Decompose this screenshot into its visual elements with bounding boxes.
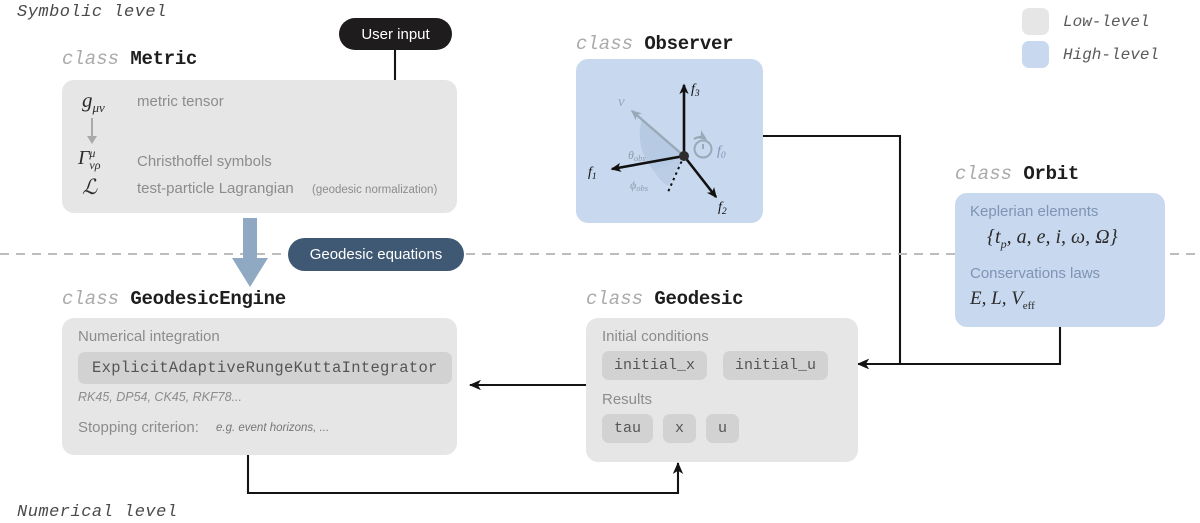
class-keyword-metric: class [62, 48, 120, 70]
geodesic-results-title: Results [602, 391, 653, 408]
geodesic-chip-u[interactable]: u [706, 414, 740, 443]
engine-stopping-title: Stopping criterion: [78, 419, 199, 436]
orbit-section-title-1: Conservations laws [970, 265, 1101, 282]
class-name-geodesic: Geodesic [654, 288, 744, 310]
metric-row-note-2: (geodesic normalization) [312, 184, 438, 196]
class-name-metric: Metric [130, 48, 198, 70]
class-name-orbit: Orbit [1023, 163, 1079, 185]
svg-text:v⃗: v⃗ [618, 94, 636, 110]
numerical-level-label: Numerical level [17, 503, 178, 522]
metric-row-label-0: metric tensor [137, 93, 224, 110]
metric-derivation-arrow [91, 118, 93, 138]
engine-integrator-chip[interactable]: ExplicitAdaptiveRungeKuttaIntegrator [78, 352, 452, 384]
svg-text:f1: f1 [588, 165, 597, 182]
panel-observer: f3 f1 f2 f0 v⃗ θobs ϕobs [576, 59, 763, 223]
svg-text:ϕobs: ϕobs [630, 178, 649, 193]
geodesic-initial-chips: initial_x initial_u [602, 351, 829, 380]
panel-orbit: Keplerian elements {tp, a, e, i, ω, Ω} C… [955, 193, 1165, 327]
user-input-badge-label: User input [361, 25, 430, 43]
class-keyword-observer: class [576, 33, 634, 55]
class-header-metric: class Metric [62, 48, 197, 70]
svg-text:f0: f0 [717, 144, 726, 161]
class-keyword-geodesic: class [586, 288, 644, 310]
class-keyword-geodesic-engine: class [62, 288, 120, 310]
geodesic-chip-initial-x[interactable]: initial_x [602, 351, 708, 380]
panel-geodesic: Initial conditions initial_x initial_u R… [586, 318, 858, 462]
geodesic-chip-initial-u[interactable]: initial_u [723, 351, 829, 380]
legend-swatch-low-level [1022, 8, 1049, 35]
engine-integrator-note: RK45, DP54, CK45, RKF78... [78, 390, 242, 404]
user-input-badge[interactable]: User input [339, 18, 452, 50]
metric-symbol-lagrangian: ℒ [82, 175, 98, 199]
geodesic-chip-tau[interactable]: tau [602, 414, 654, 443]
legend-item-high-level: High-level [1022, 41, 1159, 68]
orbit-section-title-0: Keplerian elements [970, 203, 1099, 220]
metric-symbol-g: gμν [82, 88, 105, 116]
geodesic-equations-badge-label: Geodesic equations [309, 246, 443, 263]
observer-tetrad-diagram: f3 f1 f2 f0 v⃗ θobs ϕobs [588, 82, 727, 217]
geodesic-chip-x[interactable]: x [663, 414, 697, 443]
legend-label-low-level: Low-level [1063, 12, 1150, 31]
metric-derivation-arrowhead [87, 136, 97, 144]
legend: Low-level High-level [1022, 8, 1159, 68]
svg-text:f2: f2 [718, 200, 727, 217]
panel-geodesic-engine: Numerical integration ExplicitAdaptiveRu… [62, 318, 457, 455]
symbolic-level-label: Symbolic level [17, 3, 167, 22]
class-header-geodesic-engine: class GeodesicEngine [62, 288, 286, 310]
engine-stopping-note: e.g. event horizons, ... [216, 422, 330, 434]
orbit-section-formula-1: E, L, Veff [970, 288, 1035, 312]
class-header-geodesic: class Geodesic [586, 288, 744, 310]
class-header-observer: class Observer [576, 33, 734, 55]
geodesic-results-chips: tau x u [602, 414, 740, 443]
engine-integration-title: Numerical integration [78, 328, 220, 345]
svg-text:f3: f3 [691, 82, 700, 99]
class-name-geodesic-engine: GeodesicEngine [130, 288, 286, 310]
metric-row-label-1: Christhoffel symbols [137, 153, 272, 170]
orbit-section-formula-0: {tp, a, e, i, ω, Ω} [987, 226, 1118, 251]
geodesic-initial-title: Initial conditions [602, 328, 709, 345]
class-keyword-orbit: class [955, 163, 1013, 185]
class-name-observer: Observer [644, 33, 734, 55]
connector-engine-to-geodesic [246, 455, 684, 495]
geodesic-equations-badge[interactable]: Geodesic equations [288, 238, 464, 271]
connector-orbit-to-geodesic [857, 327, 1062, 370]
class-header-orbit: class Orbit [955, 163, 1079, 185]
geodesic-equations-flow-arrow [232, 218, 268, 287]
legend-item-low-level: Low-level [1022, 8, 1159, 35]
legend-label-high-level: High-level [1063, 45, 1160, 64]
metric-row-label-2: test-particle Lagrangian [137, 180, 294, 197]
legend-swatch-high-level [1022, 41, 1049, 68]
